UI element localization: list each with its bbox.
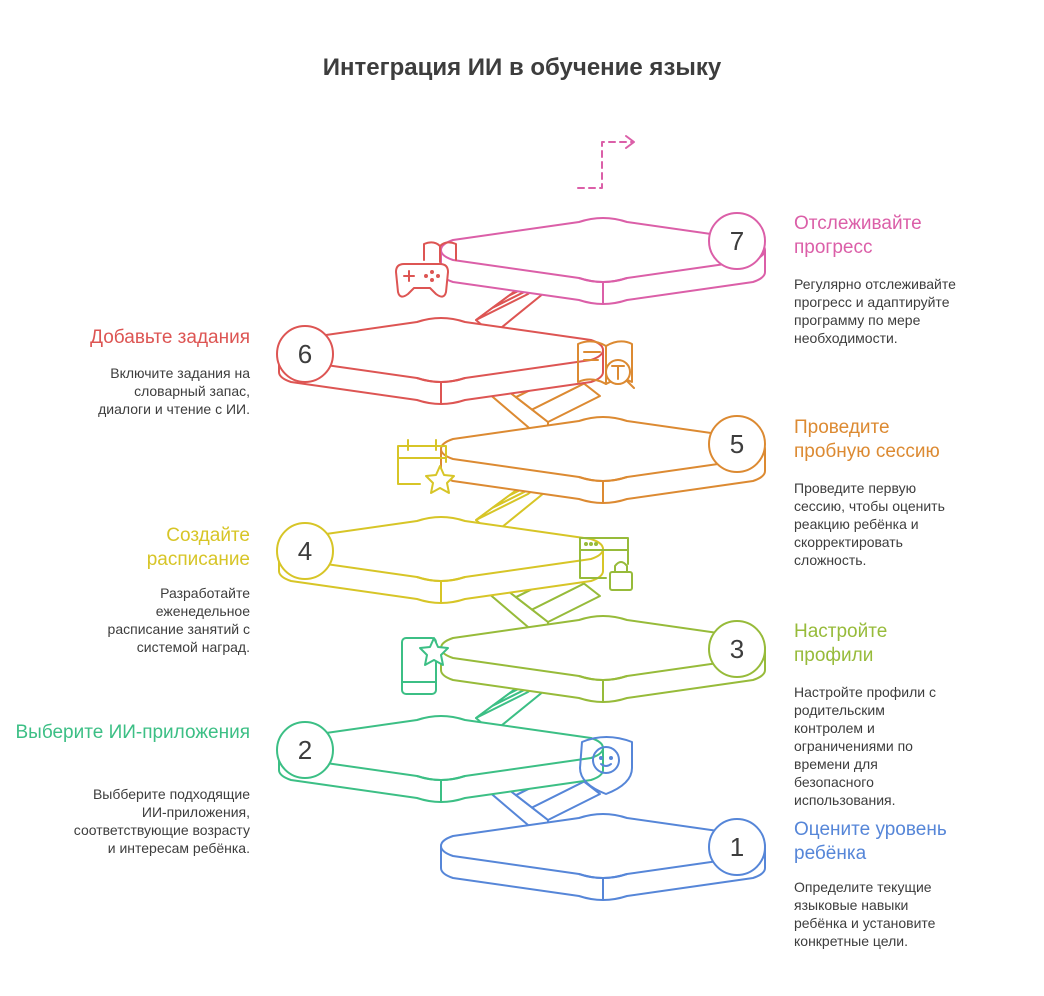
platform-1 (440, 813, 766, 901)
step-7-description: Регулярно отслеживайте прогресс и адапти… (794, 276, 956, 346)
platform-6 (278, 317, 604, 405)
step-2-heading: Выберите ИИ-приложения (15, 722, 250, 743)
stairs-5-6-step-5 (531, 382, 601, 423)
platform-3-edge (578, 675, 628, 702)
step-5-number-text: 5 (729, 428, 745, 459)
platform-1-edge (578, 873, 628, 900)
step-2-number: 2 (276, 721, 334, 779)
step-7-heading: Отслеживайте прогресс (794, 213, 922, 258)
step-3-heading: Настройте профили (794, 621, 888, 666)
stairs-1-2-step-5 (531, 780, 601, 821)
step-4-number: 4 (276, 522, 334, 580)
platform-2-edge (416, 775, 466, 802)
book-search-icon (577, 340, 635, 389)
step-4-heading: Создайте расписание (146, 525, 250, 570)
platform-5 (440, 416, 766, 504)
step-6-heading: Добавьте задания (90, 327, 250, 348)
platform-7 (440, 217, 766, 305)
calendar-star-icon (397, 439, 455, 494)
step-3-description: Настройте профили с родительским контрол… (794, 684, 937, 808)
step-5-heading: Проведите пробную сессию (794, 417, 940, 462)
dashed-arrow-icon (577, 135, 635, 189)
step-1-number-text: 1 (729, 831, 745, 862)
phone-star-icon (401, 637, 449, 695)
step-4-description: Разработайте еженедельное расписание зан… (107, 585, 250, 655)
platform-6-edge (416, 377, 466, 404)
step-6-number-text: 6 (297, 338, 313, 369)
step-7-number-text: 7 (729, 225, 745, 256)
step-2-description: Выбберите подходящие ИИ-приложения, соот… (73, 786, 250, 856)
step-6-description: Включите задания на словарный запас, диа… (98, 365, 250, 417)
platform-6-top (278, 317, 604, 383)
step-7-number: 7 (708, 212, 766, 270)
step-5-description: Проведите первую сессию, чтобы оценить р… (794, 480, 945, 568)
gamepad-book-icon (395, 241, 457, 298)
step-2-number-text: 2 (297, 734, 313, 765)
step-4-number-text: 4 (297, 535, 313, 566)
browser-lock-icon (579, 537, 633, 591)
platform-7-edge (578, 277, 628, 304)
step-5-number: 5 (708, 415, 766, 473)
platform-3 (440, 615, 766, 703)
child-face-icon (579, 736, 633, 795)
step-3-number-text: 3 (729, 633, 745, 664)
platform-4-edge (416, 576, 466, 603)
step-1-number: 1 (708, 818, 766, 876)
step-1-heading: Оцените уровень ребёнка (794, 819, 947, 864)
page-title: Интеграция ИИ в обучение языку (322, 54, 722, 81)
platform-7-top (440, 217, 766, 283)
step-1-description: Определите текущие языковые навыки ребён… (794, 879, 936, 949)
stairs-3-4-step-5 (531, 582, 601, 623)
platform-4 (278, 516, 604, 604)
step-6-number: 6 (276, 325, 334, 383)
step-3-number: 3 (708, 620, 766, 678)
platform-2 (278, 715, 604, 803)
platform-5-edge (578, 476, 628, 503)
